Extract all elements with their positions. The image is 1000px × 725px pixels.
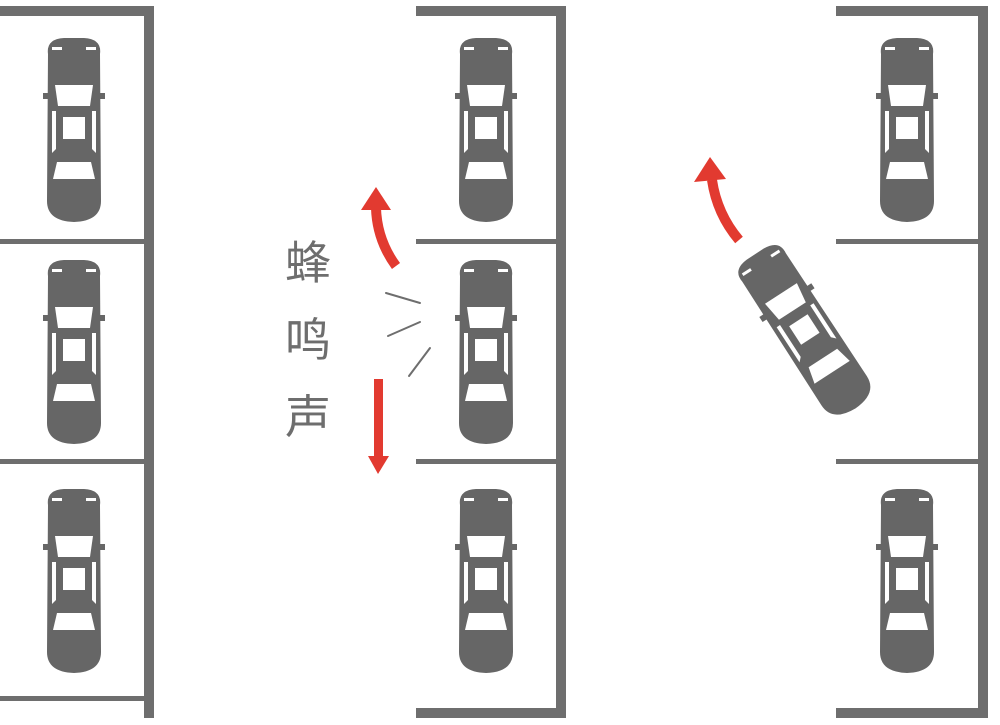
divider-line [836,239,978,244]
bottom-line [0,696,144,701]
bottom-line [836,708,988,718]
divider-line [0,459,144,464]
sound-wave-icon [385,292,431,377]
top-wall [836,6,988,16]
bottom-line [416,708,566,718]
parking-lot-structure [416,6,566,718]
parking-lot-structure [836,6,988,718]
car-icon [729,237,882,426]
car-icon [876,489,938,673]
down-arrow-icon [368,379,389,474]
beep-label-line3: 声 [285,390,331,444]
car-icon [455,260,517,444]
curved-arrow-icon [694,157,743,244]
divider-line [416,459,556,464]
divider-line [0,239,144,244]
car-icon [876,38,938,222]
right-wall [978,6,988,718]
beep-label: 蜂 鸣 声 [285,236,331,444]
car-icon [43,38,105,222]
top-wall [0,6,154,16]
car-icon [455,489,517,673]
car-icon [43,489,105,673]
top-wall [416,6,566,16]
curved-arrow-icon [361,187,401,269]
right-wall [144,6,154,718]
car-icon [455,38,517,222]
right-wall [556,6,566,718]
panel-left [0,6,154,718]
panel-middle: 蜂 鸣 声 [285,6,566,718]
beep-label-line1: 蜂 [285,236,331,290]
beep-label-line2: 鸣 [285,313,331,367]
panel-right [694,6,988,718]
divider-line [836,459,978,464]
car-icon [43,260,105,444]
divider-line [416,239,556,244]
parking-lot-structure [0,6,154,718]
exiting-car [729,237,882,426]
